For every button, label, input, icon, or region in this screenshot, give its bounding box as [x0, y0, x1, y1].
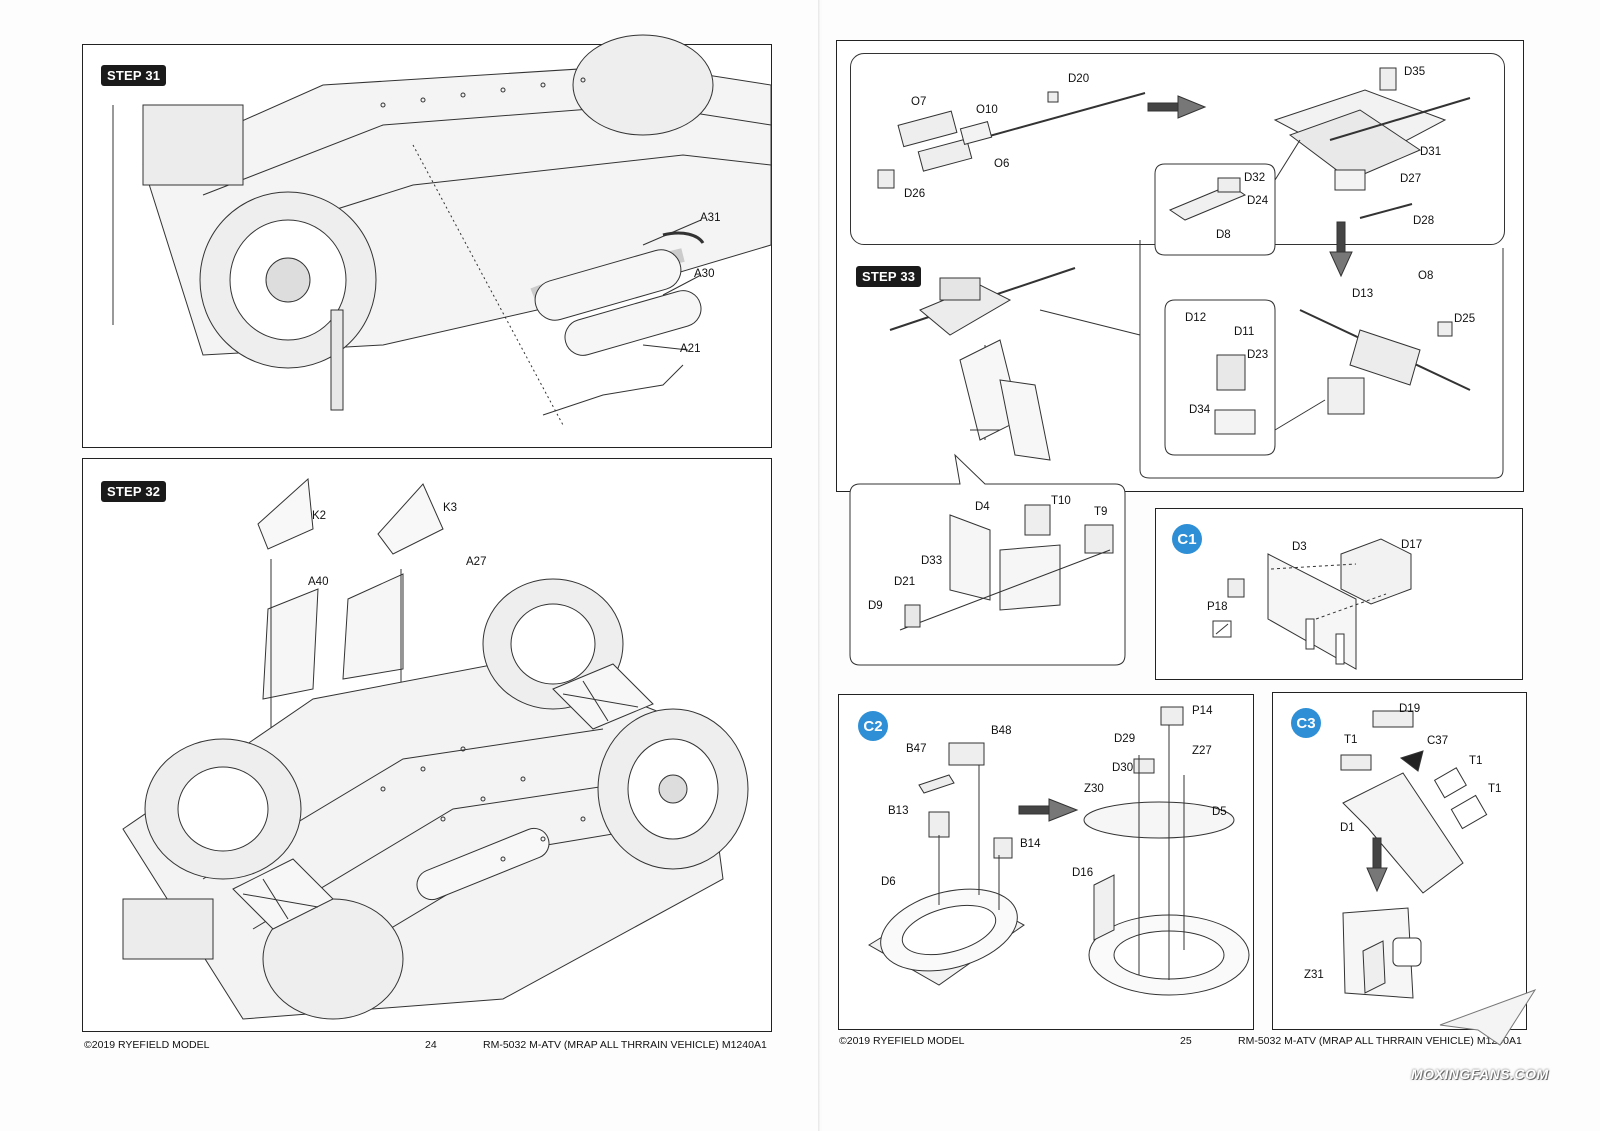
part-label-d34: D34	[1189, 404, 1211, 416]
part-label-b47: B47	[906, 743, 927, 755]
part-label-t10: T10	[1051, 495, 1071, 507]
part-label-d31: D31	[1420, 146, 1442, 158]
part-label-d19: D19	[1399, 703, 1421, 715]
step33-badge: STEP 33	[856, 266, 922, 287]
part-label-o8: O8	[1418, 270, 1434, 282]
part-label-a27: A27	[466, 556, 487, 568]
part-label-d30: D30	[1112, 762, 1134, 774]
part-label-d4: D4	[975, 501, 990, 513]
left-footer-page-number: 24	[425, 1039, 437, 1051]
part-label-o7: O7	[911, 96, 927, 108]
part-label-b48: B48	[991, 725, 1012, 737]
part-label-t1-a: T1	[1344, 734, 1358, 746]
step32-vehicle-illustration	[83, 459, 771, 1031]
part-label-d35: D35	[1404, 66, 1426, 78]
step32-panel	[82, 458, 772, 1032]
part-label-d26: D26	[904, 188, 926, 200]
part-label-d9: D9	[868, 600, 883, 612]
c2-illustration	[839, 695, 1253, 1029]
part-label-d25: D25	[1454, 313, 1476, 325]
part-label-d17: D17	[1401, 539, 1423, 551]
step31-vehicle-illustration	[83, 45, 771, 447]
part-label-d23: D23	[1247, 349, 1269, 361]
part-label-o6: O6	[994, 158, 1010, 170]
right-footer-title: RM-5032 M-ATV (MRAP ALL THRRAIN VEHICLE)…	[1238, 1035, 1522, 1047]
part-label-d6: D6	[881, 876, 896, 888]
part-label-d29: D29	[1114, 733, 1136, 745]
part-label-a30: A30	[694, 268, 715, 280]
part-label-d3: D3	[1292, 541, 1307, 553]
c3-illustration	[1273, 693, 1526, 1029]
c2-badge: C2	[858, 711, 888, 741]
part-label-c37: C37	[1427, 735, 1449, 747]
left-footer-title: RM-5032 M-ATV (MRAP ALL THRRAIN VEHICLE)…	[483, 1039, 767, 1051]
part-label-a31: A31	[700, 212, 721, 224]
part-label-d24: D24	[1247, 195, 1269, 207]
left-footer-copyright: ©2019 RYEFIELD MODEL	[84, 1039, 210, 1051]
part-label-d12: D12	[1185, 312, 1207, 324]
part-label-z31: Z31	[1304, 969, 1324, 981]
part-label-t1-b: T1	[1469, 755, 1483, 767]
c3-badge: C3	[1291, 708, 1321, 738]
part-label-d5: D5	[1212, 806, 1227, 818]
part-label-k3: K3	[443, 502, 458, 514]
part-label-z27: Z27	[1192, 745, 1212, 757]
watermark-text: MOXINGFANS.COM	[1411, 1066, 1549, 1082]
part-label-d1: D1	[1340, 822, 1355, 834]
part-label-d27: D27	[1400, 173, 1422, 185]
right-footer-page-number: 25	[1180, 1035, 1192, 1047]
part-label-a40: A40	[308, 576, 329, 588]
part-label-d13: D13	[1352, 288, 1374, 300]
part-label-d20: D20	[1068, 73, 1090, 85]
part-label-t9: T9	[1094, 506, 1108, 518]
part-label-o10: O10	[976, 104, 998, 116]
part-label-a21: A21	[680, 343, 701, 355]
c1-illustration	[1156, 509, 1522, 679]
step32-badge: STEP 32	[101, 481, 167, 502]
step31-badge: STEP 31	[101, 65, 167, 86]
part-label-b14: B14	[1020, 838, 1041, 850]
part-label-p14: P14	[1192, 705, 1213, 717]
part-label-t1-c: T1	[1488, 783, 1502, 795]
part-label-z30: Z30	[1084, 783, 1104, 795]
c1-badge: C1	[1172, 524, 1202, 554]
part-label-k2: K2	[312, 510, 327, 522]
right-footer-copyright: ©2019 RYEFIELD MODEL	[839, 1035, 965, 1047]
part-label-d16: D16	[1072, 867, 1094, 879]
part-label-d11: D11	[1234, 326, 1255, 338]
part-label-b13: B13	[888, 805, 909, 817]
part-label-d33: D33	[921, 555, 943, 567]
part-label-d21: D21	[894, 576, 916, 588]
part-label-d8: D8	[1216, 229, 1231, 241]
c1-panel	[1155, 508, 1523, 680]
gun-top-inner-panel	[850, 53, 1505, 245]
part-label-p18: P18	[1207, 601, 1228, 613]
part-label-d28: D28	[1413, 215, 1435, 227]
page-gutter	[818, 0, 824, 1131]
step31-panel	[82, 44, 772, 448]
part-label-d32: D32	[1244, 172, 1266, 184]
c2-panel	[838, 694, 1254, 1030]
c3-panel	[1272, 692, 1527, 1030]
